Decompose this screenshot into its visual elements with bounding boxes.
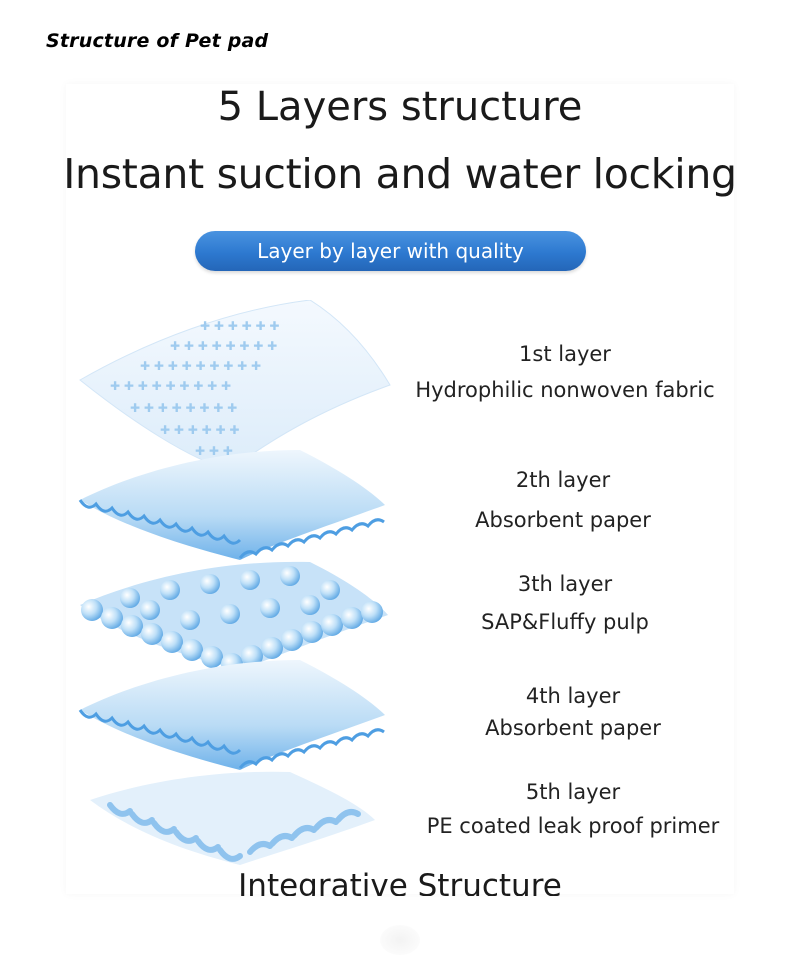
header-title: Structure of Pet pad xyxy=(46,30,268,52)
layer-3-desc: SAP&Fluffy pulp xyxy=(385,610,745,634)
layer-2-paper-shape xyxy=(80,450,385,560)
layer-1-label: 1st layer Hydrophilic nonwoven fabric xyxy=(385,342,745,402)
headline-layers: 5 Layers structure xyxy=(0,84,800,130)
layer-4-label: 4th layer Absorbent paper xyxy=(393,684,753,740)
layer-1-desc: Hydrophilic nonwoven fabric xyxy=(385,378,745,402)
quality-badge: Layer by layer with quality xyxy=(195,231,586,271)
layer-2-name: 2th layer xyxy=(383,468,743,492)
layer-5-pe-shape xyxy=(90,772,375,865)
svg-text:✚ ✚ ✚ ✚ ✚ ✚ ✚ ✚ ✚: ✚ ✚ ✚ ✚ ✚ ✚ ✚ ✚ ✚ xyxy=(140,359,261,373)
svg-text:✚ ✚ ✚ ✚ ✚ ✚ ✚ ✚ ✚: ✚ ✚ ✚ ✚ ✚ ✚ ✚ ✚ ✚ xyxy=(110,379,231,393)
layer-3-sap-shape xyxy=(80,562,388,675)
layer-3-name: 3th layer xyxy=(385,572,745,596)
svg-text:✚ ✚ ✚ ✚ ✚ ✚ ✚ ✚: ✚ ✚ ✚ ✚ ✚ ✚ ✚ ✚ xyxy=(170,339,277,353)
svg-text:✚ ✚ ✚ ✚ ✚ ✚ ✚ ✚: ✚ ✚ ✚ ✚ ✚ ✚ ✚ ✚ xyxy=(130,401,237,415)
layer-2-desc: Absorbent paper xyxy=(383,508,743,532)
layer-5-desc: PE coated leak proof primer xyxy=(393,814,753,838)
svg-text:✚ ✚ ✚ ✚ ✚ ✚: ✚ ✚ ✚ ✚ ✚ ✚ xyxy=(200,319,279,333)
layer-4-paper-shape xyxy=(80,660,385,770)
integrative-structure-caption: Integrative Structure xyxy=(0,866,800,896)
headline-suction: Instant suction and water locking xyxy=(0,150,800,198)
layer-5-label: 5th layer PE coated leak proof primer xyxy=(393,780,753,838)
layer-1-fabric-shape: ✚ ✚ ✚ ✚ ✚ ✚ ✚ ✚ ✚ ✚ ✚ ✚ ✚ ✚ ✚ ✚ ✚ ✚ ✚ ✚ … xyxy=(80,300,390,470)
pad-layers-illustration: ✚ ✚ ✚ ✚ ✚ ✚ ✚ ✚ ✚ ✚ ✚ ✚ ✚ ✚ ✚ ✚ ✚ ✚ ✚ ✚ … xyxy=(70,300,400,875)
svg-text:✚ ✚ ✚ ✚ ✚ ✚: ✚ ✚ ✚ ✚ ✚ ✚ xyxy=(160,423,239,437)
layer-4-desc: Absorbent paper xyxy=(393,716,753,740)
decorative-blur xyxy=(380,925,420,955)
layer-4-name: 4th layer xyxy=(393,684,753,708)
layer-5-name: 5th layer xyxy=(393,780,753,804)
layer-2-label: 2th layer Absorbent paper xyxy=(383,468,743,532)
layer-3-label: 3th layer SAP&Fluffy pulp xyxy=(385,572,745,634)
layer-1-name: 1st layer xyxy=(385,342,745,366)
